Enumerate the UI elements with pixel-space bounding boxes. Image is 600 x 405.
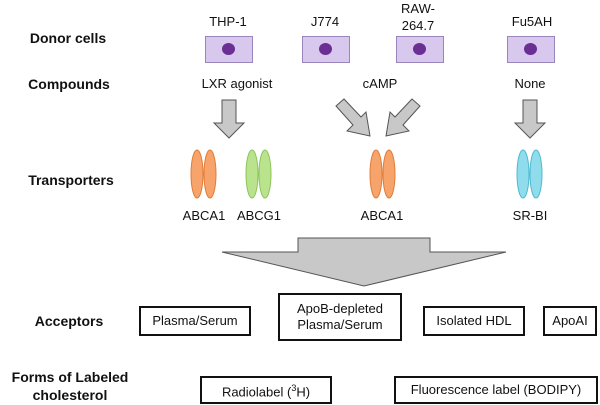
- donor-cell-j774: [302, 36, 350, 63]
- row-label-donor-cells: Donor cells: [29, 30, 107, 46]
- label-radiolabel: Radiolabel (3H): [200, 376, 332, 404]
- acceptor-isolated-hdl-label: Isolated HDL: [436, 313, 512, 328]
- donor-cell-fu5ah: [507, 36, 555, 63]
- diagonal-arrow-camp-left: [335, 98, 371, 137]
- cell-nucleus: [524, 43, 537, 55]
- radiolabel-text: Radiolabel (3H): [221, 382, 311, 400]
- big-down-arrow: [221, 237, 507, 287]
- transporter-label-abcg1: ABCG1: [236, 208, 282, 223]
- donor-cell-name-j774: J774: [310, 14, 340, 29]
- row-label-compounds: Compounds: [28, 76, 110, 92]
- row-label-forms-line2: cholesterol: [32, 387, 108, 403]
- diagonal-arrow-camp-right: [385, 98, 421, 137]
- down-arrow-lxr: [212, 99, 246, 139]
- acceptor-isolated-hdl: Isolated HDL: [423, 306, 525, 336]
- transporter-label-srbi: SR-BI: [512, 208, 548, 223]
- row-label-forms-labeled: Forms of Labeled cholesterol: [0, 368, 140, 404]
- acceptor-plasma-serum: Plasma/Serum: [139, 306, 251, 336]
- transporter-label-abca1-left: ABCA1: [182, 208, 226, 223]
- acceptor-plasma-serum-label: Plasma/Serum: [152, 313, 238, 328]
- acceptor-apob-depleted: ApoB-depleted Plasma/Serum: [278, 293, 402, 341]
- acceptor-apob-line1: ApoB-depleted: [296, 301, 383, 316]
- acceptor-apob-line2: Plasma/Serum: [297, 317, 383, 332]
- abca1-left-oval-1: [190, 149, 204, 199]
- down-arrow-none: [513, 99, 547, 139]
- row-label-transporters: Transporters: [28, 172, 114, 188]
- row-label-acceptors: Acceptors: [34, 313, 104, 329]
- srbi-oval-1: [516, 149, 530, 199]
- acceptor-apoai: ApoAI: [543, 306, 597, 336]
- fluorescence-text: Fluorescence label (BODIPY): [410, 382, 582, 397]
- donor-cell-name-thp1: THP-1: [209, 14, 247, 29]
- abcg1-oval-2: [258, 149, 272, 199]
- transporter-label-abca1-mid: ABCA1: [360, 208, 404, 223]
- compound-camp: cAMP: [362, 76, 398, 91]
- donor-cell-name-fu5ah: Fu5AH: [511, 14, 553, 29]
- row-label-forms-line1: Forms of Labeled: [11, 369, 129, 385]
- abca1-left-oval-2: [203, 149, 217, 199]
- compound-none: None: [514, 76, 546, 91]
- radiolabel-superscript: 3: [291, 382, 297, 393]
- cell-nucleus: [222, 43, 235, 55]
- label-fluorescence: Fluorescence label (BODIPY): [394, 376, 598, 404]
- compound-lxr-agonist: LXR agonist: [201, 76, 273, 91]
- acceptor-apoai-label: ApoAI: [552, 313, 588, 328]
- abca1-mid-oval-2: [382, 149, 396, 199]
- donor-cell-thp1: [205, 36, 253, 63]
- cell-nucleus: [319, 43, 332, 55]
- abcg1-oval-1: [245, 149, 259, 199]
- abca1-mid-oval-1: [369, 149, 383, 199]
- cell-nucleus: [413, 43, 426, 55]
- donor-cell-name-raw: RAW- 264.7: [401, 1, 435, 33]
- donor-cell-raw: [396, 36, 444, 63]
- srbi-oval-2: [529, 149, 543, 199]
